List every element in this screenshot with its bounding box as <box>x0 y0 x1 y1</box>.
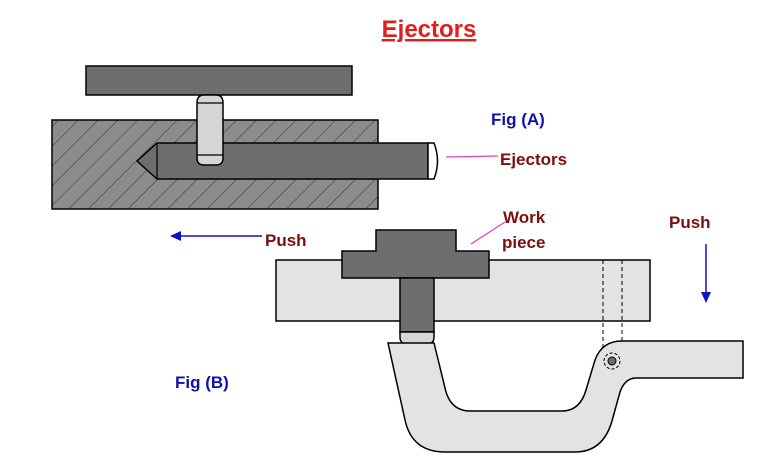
lever-pivot <box>607 356 617 366</box>
ejectors-callout: Ejectors <box>500 150 567 169</box>
vertical-pin <box>196 94 224 166</box>
short-ejector <box>399 277 435 333</box>
lever-pivot-outer <box>603 352 621 370</box>
work-piece-label-line1: Work <box>503 208 546 227</box>
work-piece-leader-line <box>470 221 506 245</box>
diagram-title: Ejectors <box>382 16 477 43</box>
fig-a-label: Fig (A) <box>491 110 545 129</box>
top-plate <box>85 65 353 96</box>
push-down-arrow <box>701 244 711 303</box>
fig-a-assembly <box>51 65 439 210</box>
fig-b-label: Fig (B) <box>175 373 229 392</box>
push-down-label: Push <box>669 213 711 232</box>
push-left-label: Push <box>265 231 307 250</box>
ejector-rod <box>135 142 429 180</box>
fig-b-assembly <box>275 229 744 453</box>
push-left-arrow <box>170 231 262 241</box>
rod-end-cap <box>427 142 439 180</box>
work-piece-label-line2: piece <box>502 233 545 252</box>
ejectors-leader-line <box>445 155 499 158</box>
work-piece <box>341 229 490 279</box>
lever-arm <box>387 340 744 453</box>
short-ejector-cap <box>399 331 435 345</box>
